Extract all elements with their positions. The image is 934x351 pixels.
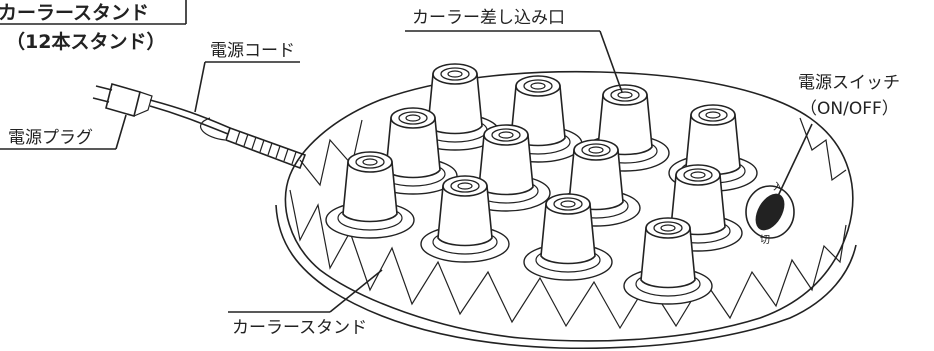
label-stand: カーラースタンド bbox=[228, 269, 383, 338]
curler-socket bbox=[523, 193, 613, 281]
label-cord-text: 電源コード bbox=[210, 41, 295, 61]
label-switch-line2: （ON/OFF） bbox=[800, 99, 899, 119]
cord-wire-1 bbox=[149, 99, 231, 129]
label-switch: 電源スイッチ （ON/OFF） bbox=[777, 73, 900, 197]
label-plug: 電源プラグ bbox=[0, 114, 127, 150]
label-socket: カーラー差し込み口 bbox=[405, 8, 623, 93]
label-stand-text: カーラースタンド bbox=[232, 318, 367, 338]
base-side-outline bbox=[275, 204, 857, 350]
cord-wire-2 bbox=[149, 105, 229, 135]
switch-ring bbox=[745, 185, 795, 239]
cord-loop bbox=[200, 117, 226, 141]
rim-facets-back bbox=[299, 119, 363, 187]
title-block: カーラースタンド （12本スタンド） bbox=[0, 0, 187, 53]
curler-socket bbox=[420, 175, 510, 263]
plug-body bbox=[105, 83, 141, 117]
label-cord: 電源コード bbox=[194, 41, 300, 113]
power-plug bbox=[92, 83, 153, 117]
curler-sockets bbox=[325, 63, 758, 305]
curler-socket bbox=[410, 63, 500, 151]
rim-facets-right bbox=[799, 117, 847, 182]
cord-strain-relief bbox=[224, 126, 307, 170]
label-switch-line1: 電源スイッチ bbox=[798, 73, 900, 93]
switch-knob[interactable] bbox=[750, 189, 791, 236]
power-cord bbox=[149, 99, 307, 170]
plug-prong-1 bbox=[95, 85, 113, 91]
label-plug-text: 電源プラグ bbox=[8, 128, 93, 148]
curler-socket bbox=[325, 151, 415, 239]
curler-socket bbox=[623, 217, 713, 305]
plug-neck bbox=[133, 91, 153, 117]
switch-on-mark: 入 bbox=[773, 182, 783, 193]
power-switch[interactable]: 入 切 bbox=[745, 182, 795, 246]
switch-off-mark: 切 bbox=[760, 234, 770, 246]
diagram-subtitle: （12本スタンド） bbox=[6, 30, 165, 53]
plug-prong-2 bbox=[92, 97, 110, 103]
rim-facets bbox=[289, 189, 847, 330]
diagram-title: カーラースタンド bbox=[0, 2, 149, 24]
label-socket-text: カーラー差し込み口 bbox=[412, 8, 565, 28]
